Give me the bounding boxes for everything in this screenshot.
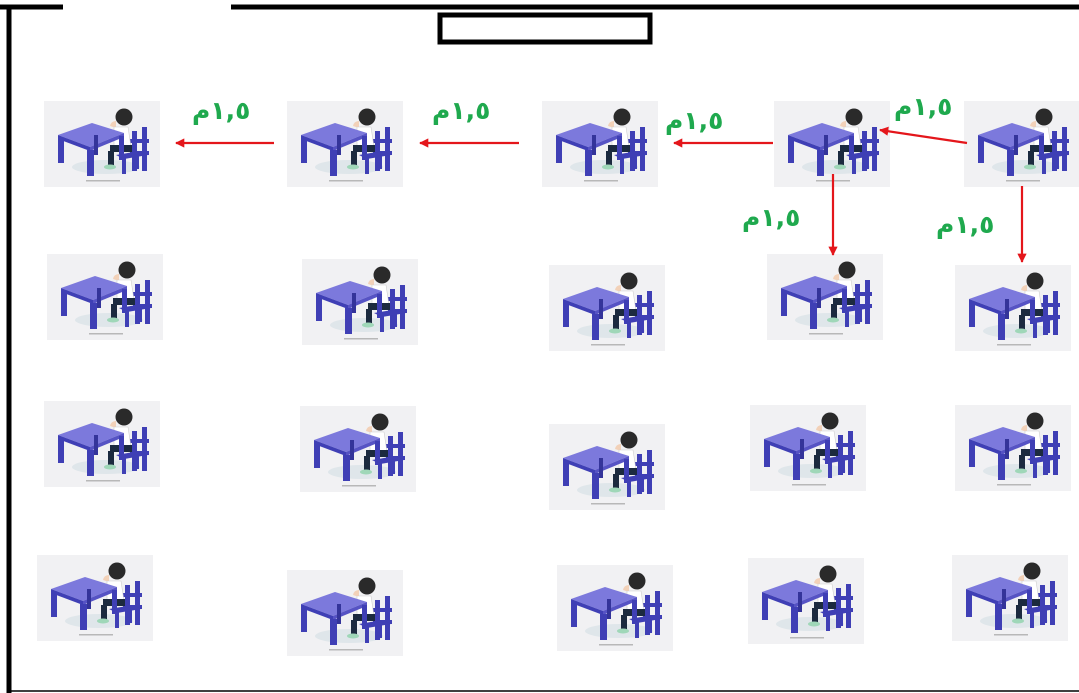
- desk-r3-c1: [44, 401, 160, 487]
- desk-r2-c5: [955, 265, 1071, 351]
- desk-r2-c1: [47, 254, 163, 340]
- desk-r4-c4: [748, 558, 864, 644]
- desk-r1-c1: [44, 101, 160, 187]
- student-at-desk-icon: [750, 405, 866, 491]
- desk-r2-c3: [549, 265, 665, 351]
- student-at-desk-icon: [549, 424, 665, 510]
- desk-r4-c3: [557, 565, 673, 651]
- desk-r1-c3: [542, 101, 658, 187]
- student-at-desk-icon: [44, 101, 160, 187]
- red-arrow-icon: [879, 126, 968, 145]
- desk-r2-c4: [767, 254, 883, 340]
- student-at-desk-icon: [964, 101, 1079, 187]
- distance-label: ١,٥م: [432, 96, 491, 125]
- student-at-desk-icon: [952, 555, 1068, 641]
- desk-r4-c2: [287, 570, 403, 656]
- student-at-desk-icon: [549, 265, 665, 351]
- room-walls: [0, 4, 1079, 693]
- desk-r4-c5: [952, 555, 1068, 641]
- student-at-desk-icon: [37, 555, 153, 641]
- desk-r2-c2: [302, 259, 418, 345]
- student-at-desk-icon: [767, 254, 883, 340]
- student-at-desk-icon: [300, 406, 416, 492]
- desk-r3-c5: [955, 405, 1071, 491]
- student-at-desk-icon: [955, 265, 1071, 351]
- distance-label: ١,٥م: [936, 210, 995, 239]
- spacing-arrows: [175, 126, 1027, 263]
- desks-grid: [37, 101, 1079, 656]
- distance-label: ١,٥م: [192, 96, 251, 125]
- distance-label: ١,٥م: [742, 203, 801, 232]
- student-at-desk-icon: [774, 101, 890, 187]
- student-at-desk-icon: [302, 259, 418, 345]
- student-at-desk-icon: [955, 405, 1071, 491]
- student-at-desk-icon: [542, 101, 658, 187]
- desk-r3-c2: [300, 406, 416, 492]
- student-at-desk-icon: [44, 401, 160, 487]
- desk-r1-c4: [774, 101, 890, 187]
- desk-r1-c5: [964, 101, 1079, 187]
- desk-r4-c1: [37, 555, 153, 641]
- desk-r1-c2: [287, 101, 403, 187]
- student-at-desk-icon: [557, 565, 673, 651]
- distance-label: ١,٥م: [665, 106, 724, 135]
- whiteboard: [437, 12, 653, 45]
- student-at-desk-icon: [287, 101, 403, 187]
- desk-r3-c3: [549, 424, 665, 510]
- distance-label: ١,٥م: [894, 92, 953, 121]
- student-at-desk-icon: [47, 254, 163, 340]
- student-at-desk-icon: [287, 570, 403, 656]
- student-at-desk-icon: [748, 558, 864, 644]
- desk-r3-c4: [750, 405, 866, 491]
